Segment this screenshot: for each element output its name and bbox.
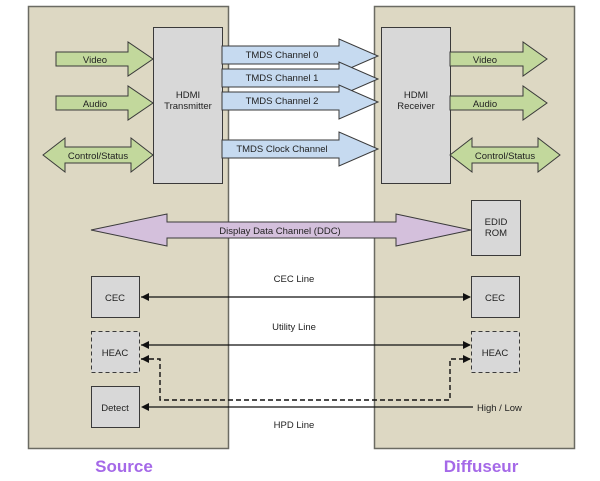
hpd-line-arrowhead (141, 403, 149, 411)
cec-line-label: CEC Line (274, 274, 315, 285)
transmitter-label-1: HDMI (176, 90, 200, 101)
hpd-state-label: High / Low (477, 403, 522, 414)
source-cec-block (91, 276, 140, 318)
tmds-channel-1-arrow: TMDS Channel 1 (221, 61, 380, 97)
edid-label-2: ROM (485, 228, 507, 239)
transmitter-label-2: Transmitter (164, 101, 212, 112)
tmds-channel-1-label: TMDS Channel 1 (246, 73, 319, 84)
tmds-channel-0-arrow: TMDS Channel 0 (221, 38, 380, 74)
hdmi-receiver-block (381, 27, 451, 184)
source-caption: Source (95, 457, 153, 476)
source-detect-block (91, 386, 140, 428)
ddc-label: Display Data Channel (DDC) (219, 226, 340, 237)
hdmi-transmitter-block (153, 27, 223, 184)
edid-rom-block (471, 200, 521, 256)
source-audio-label: Audio (83, 99, 107, 110)
tmds-channel-2-label: TMDS Channel 2 (246, 96, 319, 107)
sink-caption: Diffuseur (444, 457, 519, 476)
sink-heac-block (471, 331, 520, 373)
source-video-arrow: Video (55, 41, 154, 77)
source-detect-label: Detect (101, 403, 129, 414)
source-audio-arrow: Audio (55, 85, 154, 121)
heac-dashed-left-arrowhead (141, 355, 149, 363)
source-control-status-label: Control/Status (68, 151, 128, 162)
tmds-clock-channel-arrow: TMDS Clock Channel (221, 131, 380, 167)
tmds-channel-0-label: TMDS Channel 0 (246, 50, 319, 61)
source-control-status-arrow: Control/Status (42, 136, 154, 174)
heac-dashed-link (141, 358, 470, 401)
tmds-channel-2-arrow: TMDS Channel 2 (221, 84, 380, 120)
heac-dashed-right-arrowhead (463, 355, 471, 363)
hpd-line-label: HPD Line (274, 420, 315, 431)
receiver-label-2: Receiver (397, 101, 435, 112)
sink-video-label: Video (473, 55, 497, 66)
tmds-clock-channel-label: TMDS Clock Channel (236, 144, 327, 155)
sink-cec-label: CEC (485, 293, 505, 304)
ddc-arrow: Display Data Channel (DDC) (90, 213, 472, 247)
sink-control-status-label: Control/Status (475, 151, 535, 162)
edid-label-1: EDID (485, 217, 508, 228)
cec-line-left-arrowhead (141, 293, 149, 301)
source-heac-block (91, 331, 140, 373)
utility-line-label: Utility Line (272, 322, 316, 333)
source-video-label: Video (83, 55, 107, 66)
source-heac-label: HEAC (102, 348, 129, 359)
receiver-label-1: HDMI (404, 90, 428, 101)
sink-control-status-arrow: Control/Status (449, 136, 561, 174)
sink-audio-label: Audio (473, 99, 497, 110)
sink-cec-block (471, 276, 520, 318)
sink-video-arrow: Video (449, 41, 548, 77)
sink-heac-label: HEAC (482, 348, 509, 359)
utility-line-left-arrowhead (141, 341, 149, 349)
source-cec-label: CEC (105, 293, 125, 304)
sink-audio-arrow: Audio (449, 85, 548, 121)
